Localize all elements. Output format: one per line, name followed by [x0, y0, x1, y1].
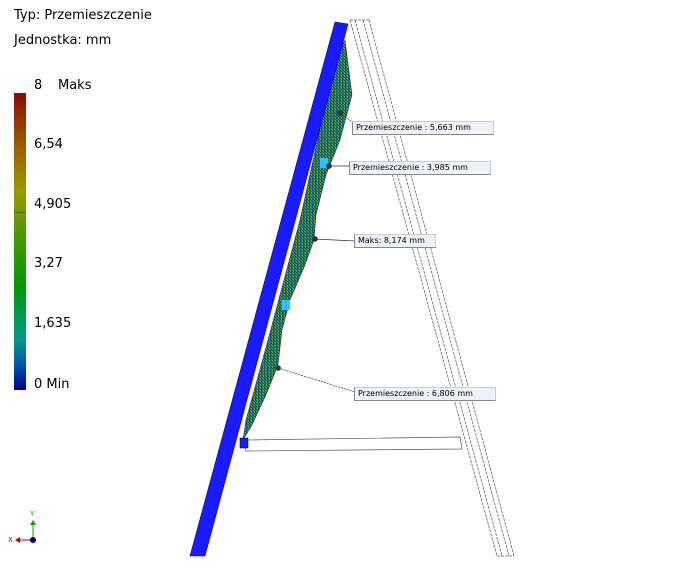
view-triad-icon — [15, 520, 36, 543]
displacement-probe[interactable]: Przemieszczenie : 5,663 mm — [352, 121, 494, 135]
scale-min-label: 0 Min — [34, 377, 70, 392]
bracket — [320, 158, 328, 168]
scale-tick-label: 4,905 — [34, 197, 72, 212]
bracket — [239, 437, 249, 449]
max-displacement-probe[interactable]: Maks: 8,174 mm — [354, 234, 436, 248]
triad-y-label: Y — [30, 510, 35, 518]
scale-max-tag: Maks — [58, 78, 92, 93]
scale-tick — [14, 212, 26, 213]
undeformed-rail — [349, 19, 515, 557]
displacement-probe[interactable]: Przemieszczenie : 3,985 mm — [349, 161, 491, 175]
deformed-mesh — [242, 39, 353, 441]
scale-tick-label: 3,27 — [34, 256, 63, 271]
triad-x-label: X — [8, 536, 13, 544]
scale-tick-label: 6,54 — [34, 137, 63, 152]
bracket — [282, 300, 290, 310]
crossbar — [243, 436, 463, 452]
unit-label: Jednostka: mm — [14, 33, 112, 48]
scale-max-value: 8 — [34, 78, 43, 93]
scale-tick-label: 1,635 — [34, 316, 72, 331]
color-scale-bar — [14, 93, 26, 390]
deformed-rail — [189, 21, 349, 557]
displacement-probe[interactable]: Przemieszczenie : 6,806 mm — [354, 387, 496, 401]
result-type-label: Typ: Przemieszczenie — [14, 8, 152, 23]
